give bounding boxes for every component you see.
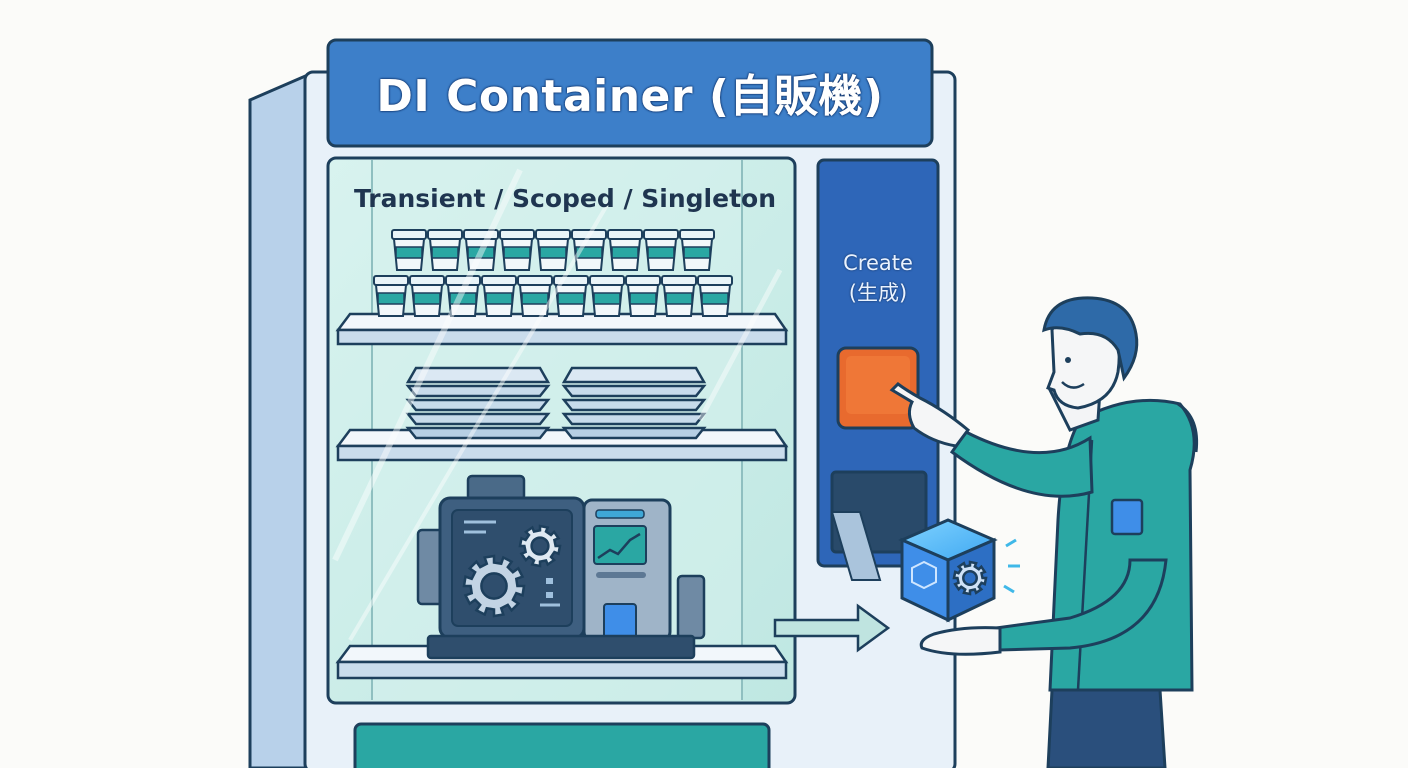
create-label-line1: Create <box>843 251 913 275</box>
tray-stack-left <box>405 366 551 440</box>
create-button-label: Create (生成) <box>820 248 936 308</box>
shelf-middle <box>335 428 789 462</box>
glass-glare <box>332 168 783 642</box>
coffee-cup-icon <box>589 275 625 317</box>
coffee-cup-icon <box>391 229 427 271</box>
lifetime-tiers-label: Transient / Scoped / Singleton <box>354 183 776 213</box>
gear-icon <box>518 524 562 568</box>
coffee-cup-icon <box>535 229 571 271</box>
shelf-top <box>335 312 789 346</box>
coffee-cup-icon <box>679 229 715 271</box>
scoped-trays <box>405 366 707 440</box>
arrow-right-icon <box>773 603 891 653</box>
coffee-cup-icon <box>463 229 499 271</box>
coffee-cup-icon <box>481 275 517 317</box>
transient-cups <box>373 229 733 317</box>
gear-icon <box>952 560 988 596</box>
coffee-cup-icon <box>643 229 679 271</box>
coffee-cup-icon <box>499 229 535 271</box>
coffee-cup-icon <box>373 275 409 317</box>
cube-icon <box>898 518 1020 623</box>
person <box>889 296 1199 768</box>
coffee-cup-icon <box>553 275 589 317</box>
coffee-cup-icon <box>517 275 553 317</box>
coffee-cup-icon <box>625 275 661 317</box>
coffee-cup-icon <box>697 275 733 317</box>
coffee-cup-icon <box>661 275 697 317</box>
machine-title: DI Container (自販機) <box>376 71 884 122</box>
coffee-cup-icon <box>571 229 607 271</box>
title-bar <box>326 38 934 148</box>
create-button[interactable] <box>836 346 920 430</box>
coffee-cup-icon <box>427 229 463 271</box>
create-button-hit-area[interactable] <box>838 348 918 428</box>
tray-stack-right <box>561 366 707 440</box>
create-label-line2: (生成) <box>848 281 908 305</box>
coffee-cup-icon <box>409 275 445 317</box>
coffee-cup-icon <box>607 229 643 271</box>
machine-side <box>248 71 312 768</box>
gear-icon <box>462 554 526 618</box>
coffee-cup-icon <box>445 275 481 317</box>
output-chute <box>830 470 928 581</box>
bottom-slot <box>353 722 771 768</box>
singleton-engine <box>416 474 706 660</box>
